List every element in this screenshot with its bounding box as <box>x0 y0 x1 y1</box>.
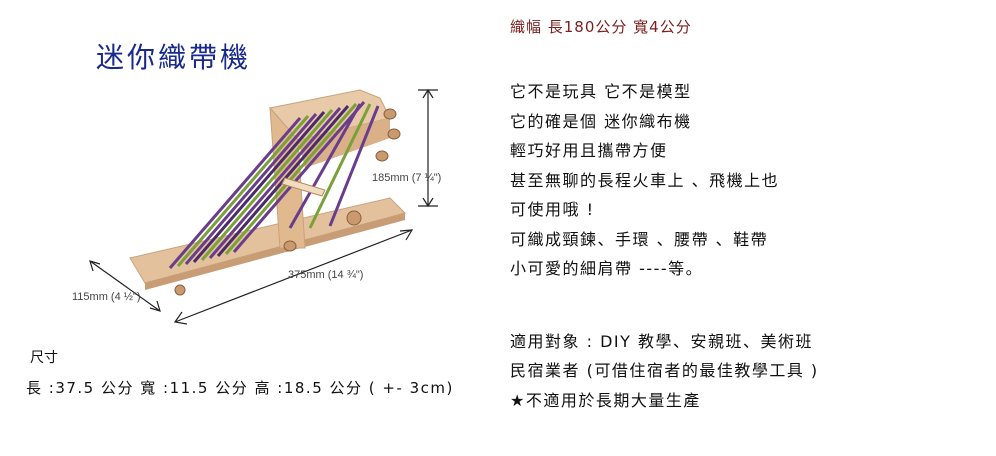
height-dimension <box>418 88 438 208</box>
usage-line: 民宿業者 (可借住宿者的最佳教學工具 ) <box>510 361 819 380</box>
description-line: 甚至無聊的長程火車上 、飛機上也 <box>510 170 780 190</box>
description-line: 可使用哦 ! <box>510 200 595 219</box>
product-text: 織幅 長180公分 寬4公分 它不是玩具 它不是模型 它的確是個 迷你織布機 輕… <box>510 16 980 415</box>
description-line: 輕巧好用且攜帶方便 <box>510 141 668 160</box>
description: 它不是玩具 它不是模型 它的確是個 迷你織布機 輕巧好用且攜帶方便 甚至無聊的長… <box>510 77 980 284</box>
shuttle <box>281 177 326 197</box>
size-heading: 尺寸 <box>30 350 58 366</box>
usage: 適用對象 : DIY 教學、安親班、美術班 民宿業者 (可借住宿者的最佳教學工具… <box>510 327 980 416</box>
length-dimension <box>173 229 414 325</box>
width-label: 115mm (4 ½") <box>72 291 141 303</box>
description-line: 它的確是個 迷你織布機 <box>510 111 692 131</box>
page-title: 迷你織帶機 <box>96 41 252 74</box>
loom-illustration: 185mm (7 ¼") 375mm (14 ¾") 115mm (4 ½") <box>72 88 441 325</box>
description-line: 它不是玩具 它不是模型 <box>510 82 692 101</box>
loom-base <box>129 197 406 284</box>
size-line: 長 :37.5 公分 寬 :11.5 公分 高 :18.5 公分 ( +- 3c… <box>26 379 454 397</box>
loom-pegs <box>174 108 401 296</box>
usage-line: 適用對象 : DIY 教學、安親班、美術班 <box>510 331 813 351</box>
height-label: 185mm (7 ¼") <box>372 172 441 184</box>
weave-width-spec: 織幅 長180公分 寬4公分 <box>510 18 692 36</box>
description-line: 可織成頸鍊、手環 、腰帶 、鞋帶 <box>510 229 769 249</box>
description-line: 小可愛的細肩帶 ----等。 <box>510 259 704 278</box>
length-label: 375mm (14 ¾") <box>288 269 363 281</box>
width-dimension <box>89 260 161 312</box>
usage-line: ★不適用於長期大量生產 <box>510 390 701 410</box>
